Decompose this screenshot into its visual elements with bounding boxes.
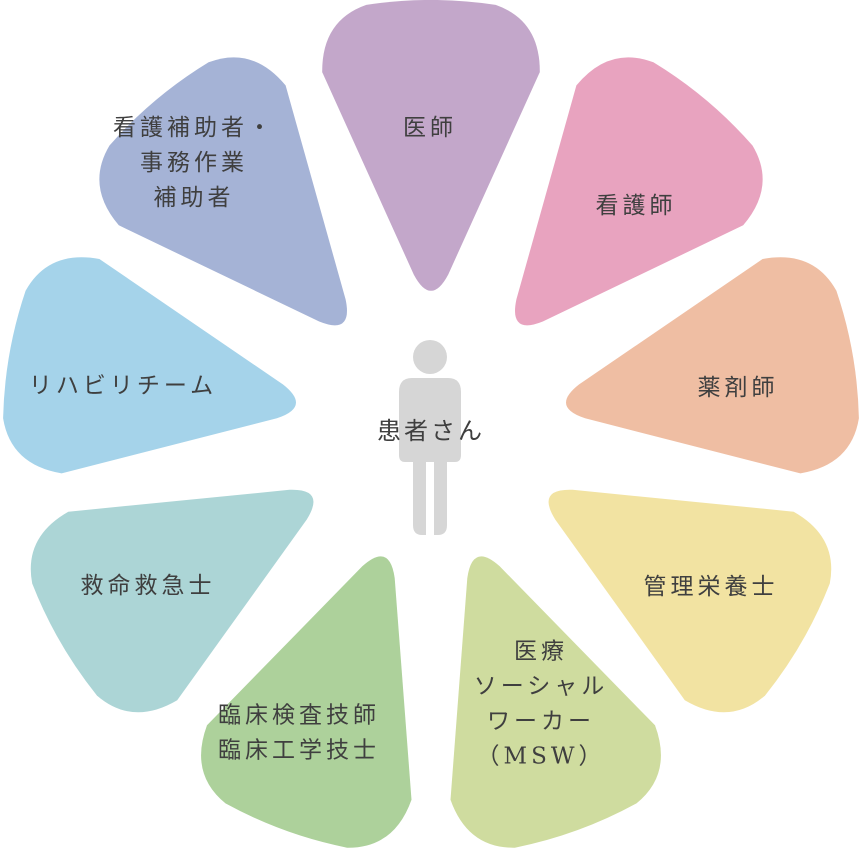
petal-label-doctor: 医師 xyxy=(403,115,457,141)
petal-label-line: 医師 xyxy=(403,115,457,141)
petal-label-line: 臨床工学技士 xyxy=(218,738,380,764)
petal-label-paramedic: 救命救急士 xyxy=(81,573,216,599)
petal-nurse xyxy=(515,57,763,326)
petal-label-assistant: 看護補助者・事務作業補助者 xyxy=(113,115,275,211)
petal-label-line: 看護補助者・ xyxy=(113,115,275,141)
petal-label-lab-tech: 臨床検査技師臨床工学技士 xyxy=(218,703,380,764)
petal-label-rehab: リハビリチーム xyxy=(29,373,217,399)
petal-paramedic xyxy=(30,489,314,713)
petal-pharmacist xyxy=(566,257,859,474)
petal-group xyxy=(3,0,859,848)
petal-label-dietitian: 管理栄養士 xyxy=(644,574,779,600)
petal-label-line: ワーカー xyxy=(487,709,595,735)
petal-assistant xyxy=(99,57,347,326)
petal-label-line: 臨床検査技師 xyxy=(218,703,380,729)
petal-label-line: 管理栄養士 xyxy=(644,574,779,600)
petal-rehab xyxy=(3,257,296,474)
petal-lab-tech xyxy=(201,556,412,848)
petal-msw xyxy=(450,556,661,848)
petal-label-line: 事務作業 xyxy=(140,150,248,176)
petal-label-line: 看護師 xyxy=(596,193,677,219)
petal-doctor xyxy=(322,0,540,291)
petal-label-line: 救命救急士 xyxy=(81,573,216,599)
petal-label-line: リハビリチーム xyxy=(29,373,217,399)
petal-dietitian xyxy=(548,489,832,713)
petal-label-line: 医療 xyxy=(514,639,568,665)
petal-label-line: 薬剤師 xyxy=(698,375,779,401)
petal-label-line: ソーシャル xyxy=(474,674,609,700)
center-label: 患者さん xyxy=(377,417,485,445)
person-icon xyxy=(399,340,461,535)
petal-label-msw: 医療ソーシャルワーカー （MSW） xyxy=(474,639,609,770)
petal-label-line: 補助者 xyxy=(154,185,235,211)
petal-label-line: （MSW） xyxy=(477,744,606,770)
petal-label-nurse: 看護師 xyxy=(596,193,677,219)
petal-label-pharmacist: 薬剤師 xyxy=(698,375,779,401)
